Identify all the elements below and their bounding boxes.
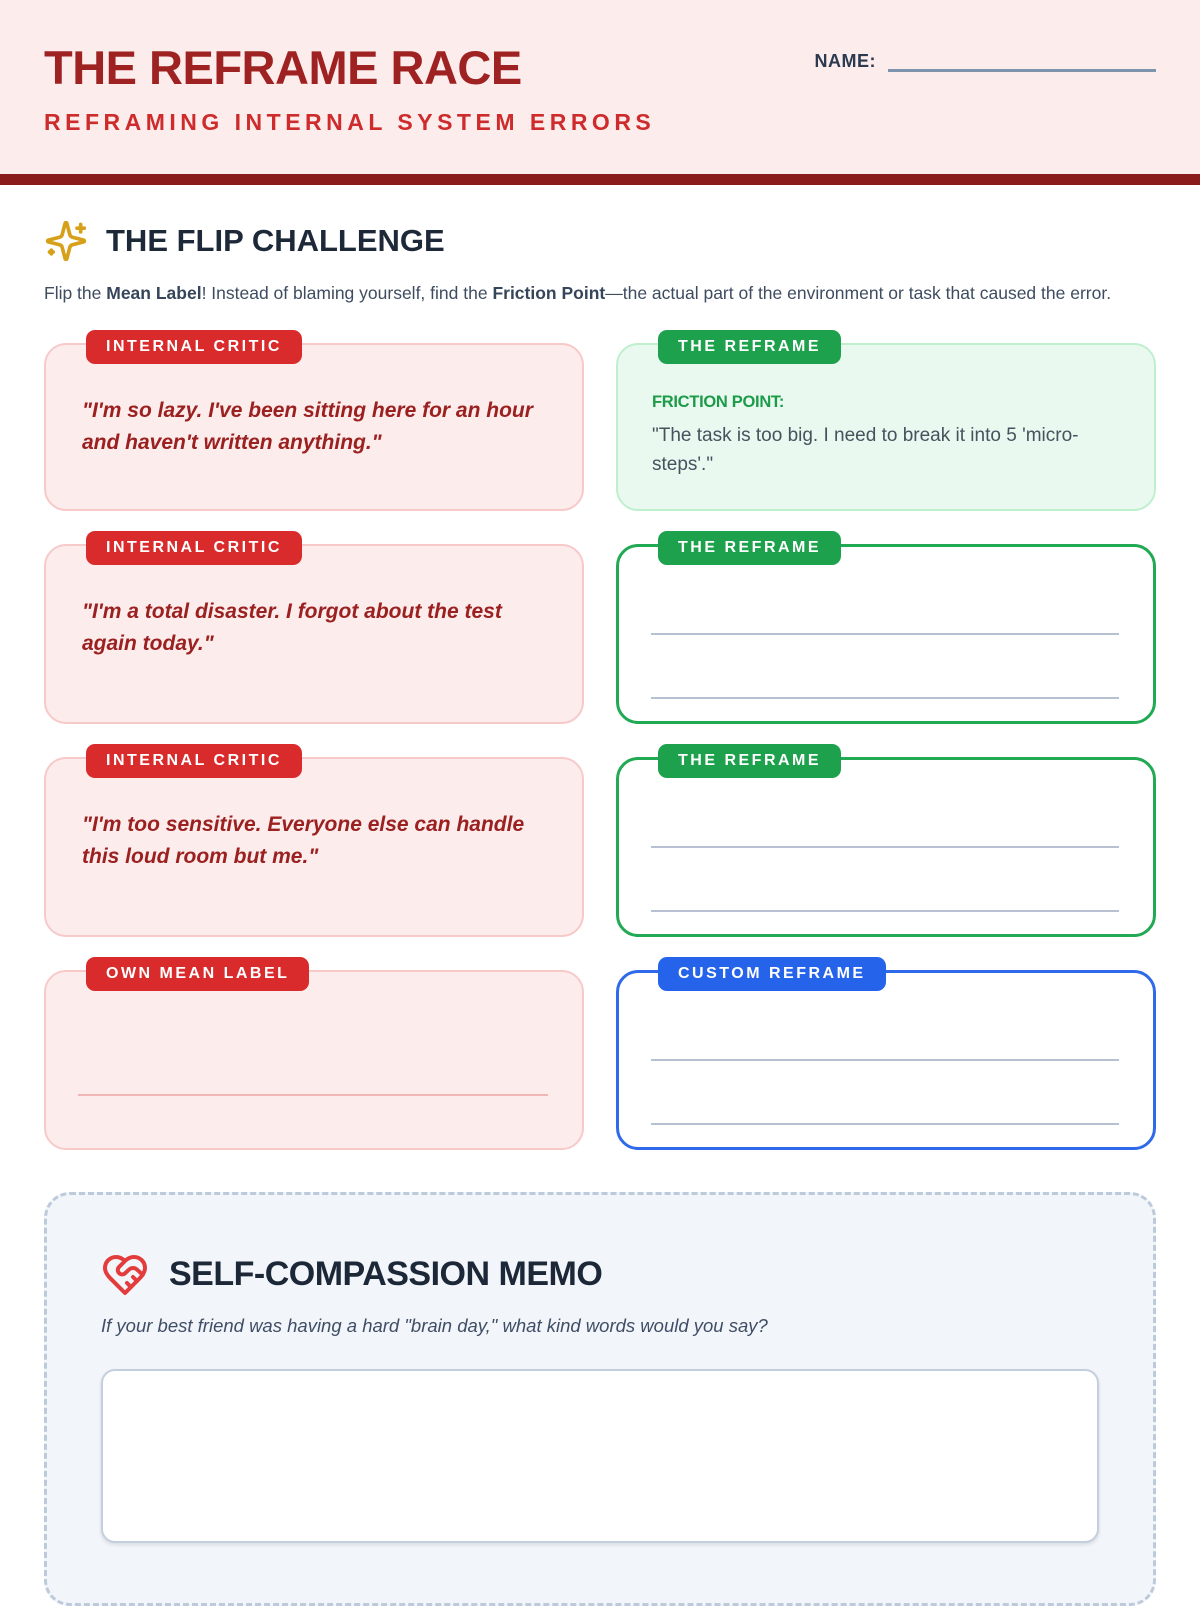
header-divider-bar [0, 174, 1200, 185]
critic-card-body: "I'm a total disaster. I forgot about th… [44, 543, 584, 724]
reframe-content-1: FRICTION POINT: "The task is too big. I … [618, 345, 1154, 500]
reframe-card-3: THE REFRAME [616, 743, 1156, 937]
critic-quote-3: "I'm too sensitive. Everyone else can ha… [82, 812, 525, 869]
reframe-badge: THE REFRAME [658, 530, 842, 565]
text-segment: —the actual part of the environment or t… [605, 283, 1112, 303]
header-titles: THE REFRAME RACE REFRAMING INTERNAL SYST… [44, 44, 655, 136]
reframe-card-1: THE REFRAME FRICTION POINT: "The task is… [616, 329, 1156, 511]
custom-reframe-card-body [616, 969, 1156, 1150]
own-label-card-body [44, 969, 584, 1150]
reframe-example-text: "The task is too big. I need to break it… [652, 424, 1079, 475]
critic-quote-2: "I'm a total disaster. I forgot about th… [82, 599, 502, 656]
memo-response-box[interactable] [101, 1368, 1099, 1543]
friction-point-label: FRICTION POINT: [652, 392, 785, 411]
sparkles-icon [44, 219, 88, 263]
page-subtitle: REFRAMING INTERNAL SYSTEM ERRORS [44, 109, 656, 135]
write-line[interactable] [651, 1122, 1119, 1125]
heart-handshake-icon [101, 1251, 149, 1299]
reframe-badge: THE REFRAME [658, 329, 842, 364]
worksheet-body: THE FLIP CHALLENGE Flip the Mean Label! … [0, 185, 1200, 1150]
custom-reframe-badge: CUSTOM REFRAME [658, 956, 886, 991]
write-line[interactable] [651, 909, 1119, 912]
critic-card-body: "I'm too sensitive. Everyone else can ha… [44, 756, 584, 937]
page-title: THE REFRAME RACE [44, 41, 522, 94]
reframe-card-body [616, 756, 1156, 937]
text-segment: ! Instead of blaming yourself, find the [201, 283, 493, 303]
own-mean-label-card: OWN MEAN LABEL [44, 956, 584, 1150]
write-line[interactable] [651, 1058, 1119, 1061]
own-mean-label-badge: OWN MEAN LABEL [86, 956, 310, 991]
memo-title: SELF-COMPASSION MEMO [169, 1255, 603, 1293]
internal-critic-badge: INTERNAL CRITIC [86, 743, 302, 778]
write-line[interactable] [651, 632, 1119, 635]
flip-instructions: Flip the Mean Label! Instead of blaming … [44, 278, 1149, 310]
page-header: THE REFRAME RACE REFRAMING INTERNAL SYST… [0, 0, 1200, 174]
section-title: THE FLIP CHALLENGE [106, 223, 445, 258]
memo-heading: SELF-COMPASSION MEMO [101, 1251, 1099, 1299]
name-input-line[interactable] [888, 50, 1156, 72]
reframe-card-2: THE REFRAME [616, 530, 1156, 724]
reframe-card-body [616, 543, 1156, 724]
reframe-badge: THE REFRAME [658, 743, 842, 778]
internal-critic-badge: INTERNAL CRITIC [86, 329, 302, 364]
flip-challenge-heading: THE FLIP CHALLENGE [44, 219, 1156, 263]
internal-critic-card-1: INTERNAL CRITIC "I'm so lazy. I've been … [44, 329, 584, 511]
critic-quote-1: "I'm so lazy. I've been sitting here for… [82, 398, 533, 455]
text-segment: Flip the [44, 283, 107, 303]
write-line[interactable] [78, 1093, 548, 1096]
self-compassion-memo-section: SELF-COMPASSION MEMO If your best friend… [44, 1191, 1156, 1606]
text-segment-bold: Mean Label [106, 283, 202, 303]
text-segment-bold: Friction Point [492, 283, 606, 303]
reframe-card-body: FRICTION POINT: "The task is too big. I … [616, 342, 1156, 511]
internal-critic-card-3: INTERNAL CRITIC "I'm too sensitive. Ever… [44, 743, 584, 937]
internal-critic-card-2: INTERNAL CRITIC "I'm a total disaster. I… [44, 530, 584, 724]
cards-grid: INTERNAL CRITIC "I'm so lazy. I've been … [44, 329, 1156, 1150]
write-line[interactable] [651, 845, 1119, 848]
write-line[interactable] [651, 696, 1119, 699]
name-label: NAME: [814, 51, 876, 71]
custom-reframe-card: CUSTOM REFRAME [616, 956, 1156, 1150]
internal-critic-badge: INTERNAL CRITIC [86, 530, 302, 565]
memo-prompt: If your best friend was having a hard "b… [101, 1314, 768, 1336]
critic-card-body: "I'm so lazy. I've been sitting here for… [44, 342, 584, 511]
name-field: NAME: [814, 50, 1156, 72]
